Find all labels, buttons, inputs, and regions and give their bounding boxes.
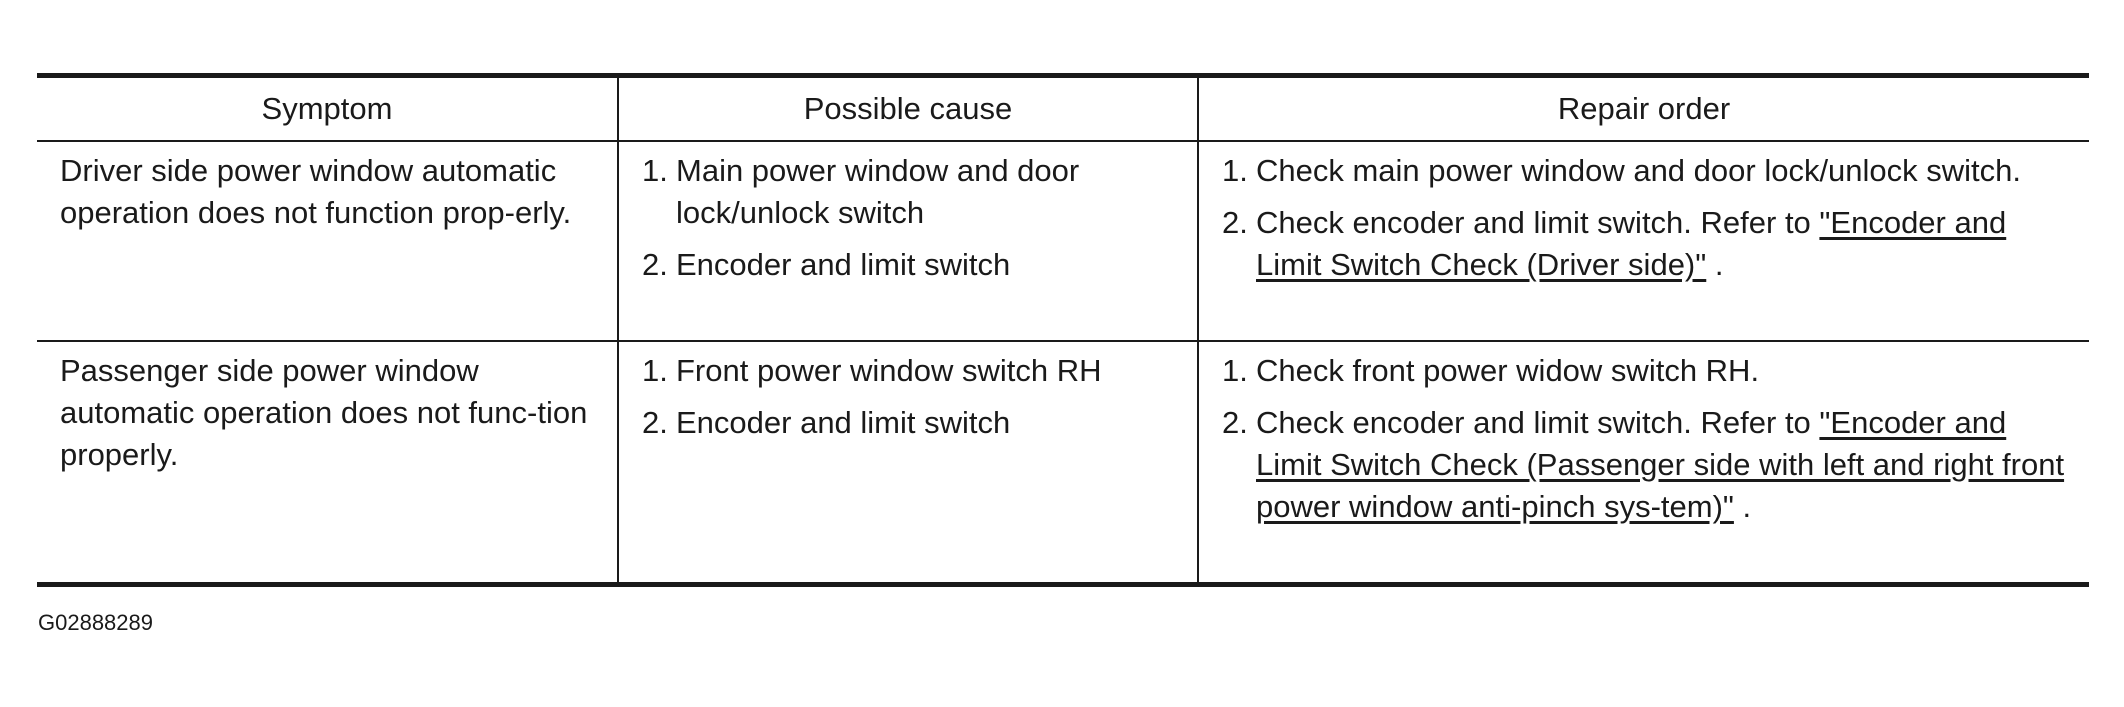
- list-item: 1. Check front power widow switch RH.: [1222, 350, 2071, 392]
- step-text: Main power window and door lock/unlock s…: [676, 153, 1080, 230]
- step-text-tail: .: [1733, 489, 1752, 524]
- symptom-cell: Driver side power window automatic opera…: [37, 141, 619, 342]
- cause-cell: 1. Front power window switch RH 2. Encod…: [617, 341, 1199, 585]
- step-number: 2.: [1222, 405, 1248, 440]
- header-symptom: Symptom: [37, 75, 619, 142]
- table-row: Passenger side power window automatic op…: [37, 341, 2089, 585]
- cause-cell: 1. Main power window and door lock/unloc…: [617, 141, 1199, 342]
- list-item: 1. Main power window and door lock/unloc…: [642, 150, 1179, 234]
- cause-list: 1. Main power window and door lock/unloc…: [642, 150, 1179, 286]
- table-row: Driver side power window automatic opera…: [37, 141, 2089, 342]
- step-number: 2.: [642, 405, 668, 440]
- repair-list: 1. Check main power window and door lock…: [1222, 150, 2071, 286]
- list-item: 2. Encoder and limit switch: [642, 244, 1179, 286]
- step-number: 1.: [1222, 353, 1248, 388]
- step-text: Front power window switch RH: [676, 353, 1102, 388]
- step-text: Check main power window and door lock/un…: [1256, 153, 2022, 188]
- list-item: 2. Check encoder and limit switch. Refer…: [1222, 202, 2071, 286]
- repair-cell: 1. Check front power widow switch RH. 2.…: [1197, 341, 2089, 585]
- step-number: 2.: [642, 247, 668, 282]
- header-repair-order: Repair order: [1197, 75, 2089, 142]
- step-text-tail: .: [1706, 247, 1724, 282]
- symptom-cell: Passenger side power window automatic op…: [37, 341, 619, 585]
- step-text: Check encoder and limit switch. Refer to: [1256, 205, 1820, 240]
- step-text: Check encoder and limit switch. Refer to: [1256, 405, 1820, 440]
- step-text: Check front power widow switch RH.: [1256, 353, 1760, 388]
- symptom-table: Symptom Possible cause Repair order Driv…: [37, 73, 2089, 587]
- figure-id-label: G02888289: [38, 610, 153, 635]
- list-item: 2. Check encoder and limit switch. Refer…: [1222, 402, 2071, 528]
- repair-cell: 1. Check main power window and door lock…: [1197, 141, 2089, 342]
- header-possible-cause: Possible cause: [617, 75, 1199, 142]
- repair-list: 1. Check front power widow switch RH. 2.…: [1222, 350, 2071, 528]
- list-item: 2. Encoder and limit switch: [642, 402, 1179, 444]
- step-text: Encoder and limit switch: [676, 247, 1011, 282]
- symptom-table-container: Symptom Possible cause Repair order Driv…: [37, 73, 2089, 587]
- encoder-check-driver-link[interactable]: "Encoder and Limit Switch Check (Driver …: [1256, 205, 2007, 282]
- encoder-check-passenger-link[interactable]: "Encoder and Limit Switch Check (Passeng…: [1256, 405, 2065, 524]
- step-text-with-link: Check encoder and limit switch. Refer to…: [1256, 202, 2071, 286]
- step-number: 1.: [642, 153, 668, 188]
- step-number: 1.: [642, 353, 668, 388]
- step-text-with-link: Check encoder and limit switch. Refer to…: [1256, 402, 2071, 528]
- step-number: 1.: [1222, 153, 1248, 188]
- cause-list: 1. Front power window switch RH 2. Encod…: [642, 350, 1179, 444]
- step-number: 2.: [1222, 205, 1248, 240]
- step-text: Encoder and limit switch: [676, 405, 1011, 440]
- list-item: 1. Check main power window and door lock…: [1222, 150, 2071, 192]
- table-header-row: Symptom Possible cause Repair order: [37, 75, 2089, 142]
- list-item: 1. Front power window switch RH: [642, 350, 1179, 392]
